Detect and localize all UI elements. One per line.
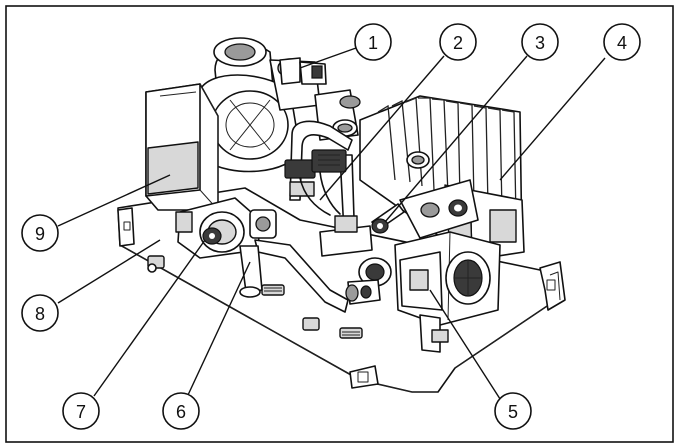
diagram-frame xyxy=(5,5,674,443)
gas-valve xyxy=(345,231,501,353)
callout-8: 8 xyxy=(21,294,59,332)
callout-3: 3 xyxy=(521,23,559,61)
leader-5 xyxy=(429,289,503,403)
callout-7-label: 7 xyxy=(76,402,86,422)
callout-4: 4 xyxy=(603,23,641,61)
callout-5-label: 5 xyxy=(508,402,518,422)
leader-7 xyxy=(93,239,206,397)
wiring-connectors xyxy=(284,149,347,216)
leader-8 xyxy=(57,239,161,304)
leader-4 xyxy=(499,57,606,181)
callout-4-label: 4 xyxy=(617,33,627,53)
callout-6: 6 xyxy=(162,392,200,430)
callout-8-label: 8 xyxy=(35,304,45,324)
leader-9 xyxy=(57,174,171,227)
leader-6 xyxy=(187,261,251,396)
leader-lines xyxy=(57,47,606,403)
leader-3 xyxy=(384,55,528,223)
callout-5: 5 xyxy=(494,392,532,430)
pump xyxy=(175,197,277,259)
callout-9: 9 xyxy=(21,214,59,252)
leader-1 xyxy=(299,47,357,69)
callout-7: 7 xyxy=(62,392,100,430)
callout-2: 2 xyxy=(439,23,477,61)
temperature-sensor xyxy=(371,151,479,239)
callout-3-label: 3 xyxy=(535,33,545,53)
callout-6-label: 6 xyxy=(176,402,186,422)
pipework xyxy=(239,120,373,313)
callout-2-label: 2 xyxy=(453,33,463,53)
leader-2 xyxy=(319,55,445,201)
control-box xyxy=(145,83,219,211)
callout-9-label: 9 xyxy=(35,224,45,244)
fan-housing xyxy=(199,37,361,173)
callout-1-label: 1 xyxy=(368,33,378,53)
callout-1: 1 xyxy=(354,23,392,61)
